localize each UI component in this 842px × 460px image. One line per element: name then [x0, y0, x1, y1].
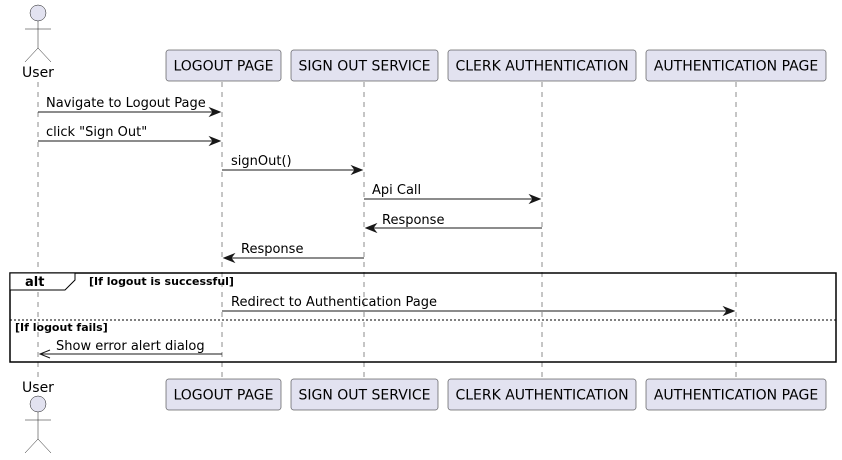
participant-label: SIGN OUT SERVICE — [298, 59, 430, 75]
message-label: Redirect to Authentication Page — [231, 295, 437, 310]
message-redirect-to-authentication: Redirect to Authentication Page — [222, 295, 736, 317]
actor-user-top: User — [22, 4, 54, 81]
participant-clerk-authentication-top: CLERK AUTHENTICATION — [447, 49, 637, 82]
participant-sign-out-service-bottom: SIGN OUT SERVICE — [290, 378, 439, 411]
message-label: click "Sign Out" — [46, 125, 147, 140]
arrowhead-icon — [208, 106, 222, 118]
message-label: Navigate to Logout Page — [46, 96, 206, 111]
alt-fragment: alt [If logout is successful] [If logout… — [9, 272, 837, 363]
participant-logout-page-bottom: LOGOUT PAGE — [165, 378, 282, 411]
participant-logout-page-top: LOGOUT PAGE — [165, 49, 282, 82]
alt-frame-tab — [9, 272, 76, 291]
message-api-call: Api Call — [364, 183, 542, 205]
participant-authentication-page-top: AUTHENTICATION PAGE — [645, 49, 827, 82]
participant-label: LOGOUT PAGE — [173, 388, 273, 404]
message-label: signOut() — [231, 154, 292, 169]
message-response-clerk: Response — [364, 213, 542, 234]
participant-sign-out-service-top: SIGN OUT SERVICE — [290, 49, 439, 82]
alt-guard-fail: [If logout fails] — [15, 321, 108, 334]
participant-clerk-authentication-bottom: CLERK AUTHENTICATION — [447, 378, 637, 411]
alt-guard-success: [If logout is successful] — [89, 275, 234, 288]
actor-label: User — [22, 380, 54, 396]
message-label: Show error alert dialog — [56, 339, 205, 354]
arrowhead-icon — [528, 193, 542, 205]
message-label: Response — [382, 213, 444, 228]
message-response-service: Response — [222, 242, 364, 264]
arrowhead-icon — [222, 252, 236, 264]
message-label: Response — [241, 242, 303, 257]
participant-authentication-page-bottom: AUTHENTICATION PAGE — [645, 378, 827, 411]
message-sign-out-call: signOut() — [222, 154, 364, 176]
arrowhead-icon — [38, 349, 51, 359]
actor-figure-icon — [24, 395, 52, 454]
arrowhead-icon — [350, 164, 364, 176]
actor-figure-icon — [24, 4, 52, 63]
participant-label: CLERK AUTHENTICATION — [455, 388, 628, 404]
actor-user-bottom: User — [22, 380, 54, 454]
arrowhead-icon — [722, 305, 736, 317]
message-navigate-to-logout-page: Navigate to Logout Page — [38, 96, 222, 118]
participant-label: LOGOUT PAGE — [173, 59, 273, 75]
arrowhead-icon — [208, 135, 222, 147]
message-show-error-alert: Show error alert dialog — [38, 339, 222, 359]
actor-label: User — [22, 65, 54, 81]
alt-keyword: alt — [25, 275, 44, 290]
participant-label: CLERK AUTHENTICATION — [455, 59, 628, 75]
message-label: Api Call — [372, 183, 421, 198]
message-click-sign-out: click "Sign Out" — [38, 125, 222, 147]
alt-frame-border — [9, 272, 837, 363]
participant-label: AUTHENTICATION PAGE — [654, 388, 818, 404]
participant-label: SIGN OUT SERVICE — [298, 388, 430, 404]
participant-label: AUTHENTICATION PAGE — [654, 59, 818, 75]
arrowhead-icon — [364, 222, 378, 234]
